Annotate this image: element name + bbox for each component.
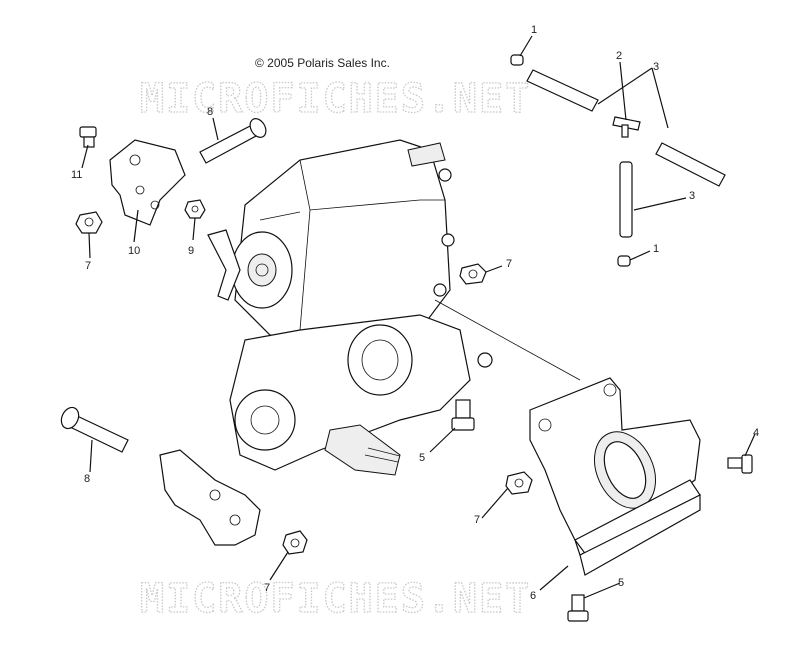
clamp-1-top xyxy=(510,54,524,66)
hose-3-vertical xyxy=(619,161,633,238)
callout-3-right: 3 xyxy=(689,190,695,202)
callout-11: 11 xyxy=(71,169,82,181)
callout-1-lower: 1 xyxy=(653,243,659,255)
bolt-11 xyxy=(79,126,97,148)
callout-10: 10 xyxy=(128,245,140,257)
callout-5-center: 5 xyxy=(419,452,425,464)
transmission-assembly xyxy=(207,139,493,476)
callout-7-center: 7 xyxy=(506,258,512,270)
callout-7-lower: 7 xyxy=(264,582,270,594)
callout-3-top: 3 xyxy=(653,61,659,73)
bolt-4 xyxy=(727,454,753,474)
copyright-notice: © 2005 Polaris Sales Inc. xyxy=(255,56,390,70)
callout-2: 2 xyxy=(616,50,622,62)
callout-4: 4 xyxy=(753,427,759,439)
callout-8-upper: 8 xyxy=(207,106,213,118)
callout-labels: 1 2 3 3 1 8 11 7 10 9 7 4 5 7 8 7 6 5 xyxy=(71,24,759,602)
nut-7-left xyxy=(75,211,103,234)
bracket-part-10 xyxy=(109,139,186,226)
hose-3-upper xyxy=(526,69,599,112)
callout-5-lower: 5 xyxy=(618,577,624,589)
lower-bracket xyxy=(159,449,261,546)
callout-9: 9 xyxy=(188,245,194,257)
mounting-bracket-part-6 xyxy=(529,377,701,576)
fitting-2 xyxy=(612,116,641,138)
clamp-1-lower xyxy=(617,255,631,267)
nut-9 xyxy=(184,199,206,219)
callout-8-lower: 8 xyxy=(84,473,90,485)
bolt-8-upper xyxy=(199,118,267,164)
watermark-top: MICROFICHES.NET xyxy=(140,76,531,122)
callout-6: 6 xyxy=(530,590,536,602)
nut-7-right xyxy=(505,471,533,495)
callout-1-top: 1 xyxy=(531,24,537,36)
leader-lines xyxy=(81,35,756,599)
callout-7-right: 7 xyxy=(474,514,480,526)
nut-7-lower xyxy=(282,530,308,555)
bolt-5-center xyxy=(451,399,475,431)
bolt-5-lower xyxy=(567,594,589,622)
bolt-8-lower xyxy=(60,406,129,453)
callout-7-left: 7 xyxy=(85,260,91,272)
watermark-bottom: MICROFICHES.NET xyxy=(140,576,531,622)
hose-3-right xyxy=(655,142,726,187)
nut-7-center xyxy=(459,263,487,285)
